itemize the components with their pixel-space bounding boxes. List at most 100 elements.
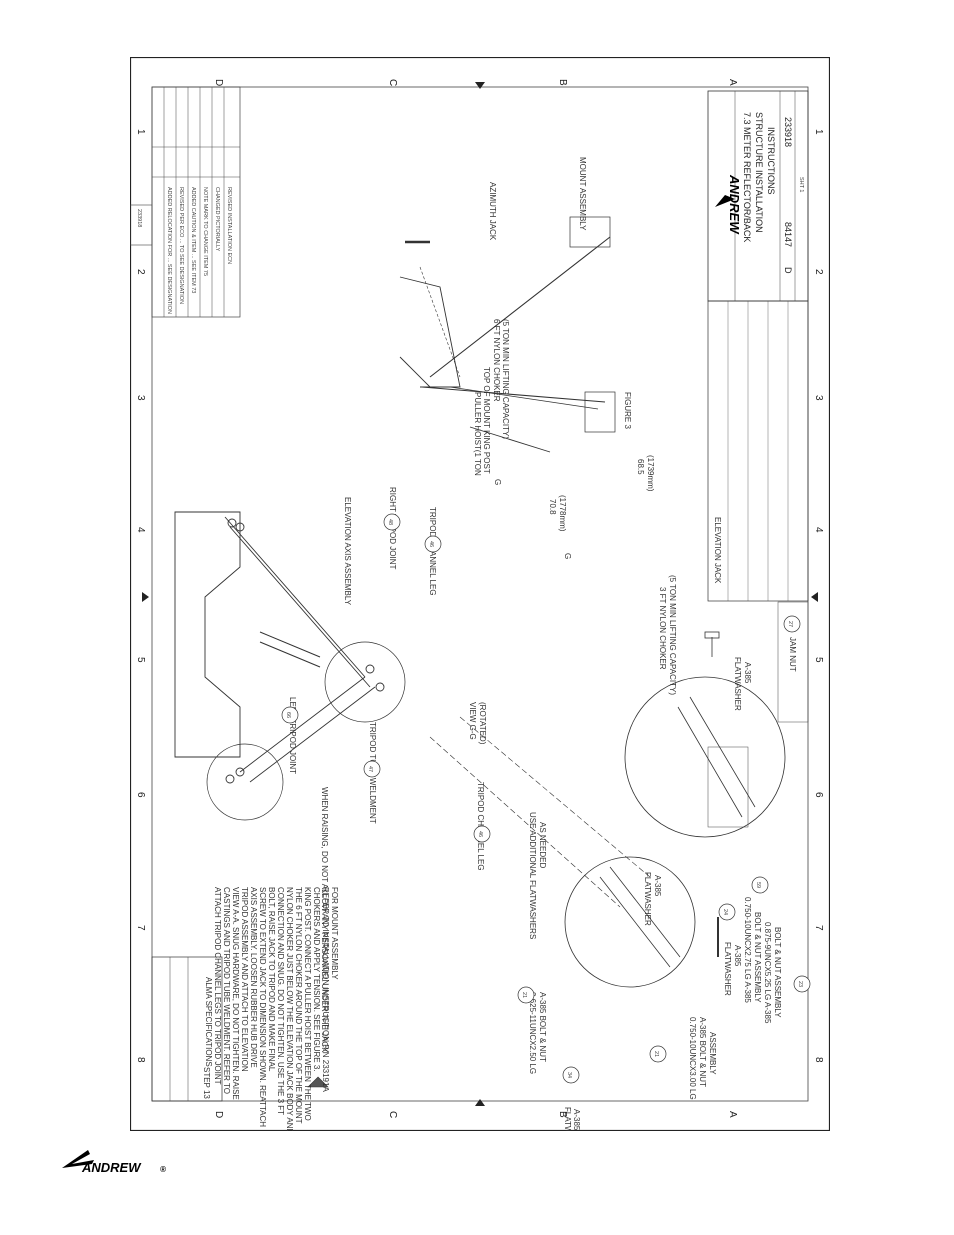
svg-text:48: 48 [387,519,393,525]
balloon: 21 [517,986,535,1004]
balloon: 66 [281,706,299,724]
label-as-needed: AS NEEDED [538,822,547,868]
zone-number: 3 [135,395,146,401]
rev-row: REVISED INSTALLATION ECN [226,187,232,264]
balloon: 46 [424,535,442,553]
specification-title: ALMA SPECIFICATIONS [204,977,213,1067]
svg-text:24: 24 [722,909,728,915]
center-arrow [475,82,485,89]
left-channel-leg [239,676,366,773]
title-desc-3: INSTRUCTIONS [766,127,776,195]
label-flatwasher-d: FLATWASHER [563,1107,572,1131]
label-left-joint: LEFT TRIPOD JOINT [288,697,297,774]
label-azimuth-jack: AZIMUTH JACK [488,182,497,241]
title-size: D [783,267,793,274]
specification-box: ALMA SPECIFICATIONS [151,956,223,1102]
mount-base-r [569,216,611,248]
step-instructions: STEP 13 ATTACH TRIPOD CHANNEL LEGS TO TR… [202,887,339,1131]
footer-registered-mark: ® [160,1165,166,1174]
zone-numbers-left: 1 2 3 4 5 6 7 8 [135,129,146,1063]
balloon: 21 [649,1045,667,1063]
label-bolt-1: 0.625-11UNCX2.50 LG [528,992,537,1074]
label-flatwasher-b: FLATWASHER [643,872,652,926]
rev-row: CHANGED PICTORIALLY [214,187,220,252]
instruction-line: ATTACH TRIPOD CHANNEL LEGS TO TRIPOD JOI… [213,887,222,1085]
callout-labels: ELEVATION AXIS ASSEMBLY RIGHT TRIPOD JOI… [288,157,797,1131]
label-choker-6: 6 FT NYLON CHOKER [492,319,501,402]
label-flatwasher-c: FLATWASHER [723,942,732,996]
label-elevation-jack: ELEVATION JACK [713,517,722,584]
svg-text:46: 46 [477,831,483,837]
rev-row: ADDED CAUTION & ITEM ... SEE ITEM 73 [190,187,196,293]
label-view-gg: VIEW G-G [468,702,477,740]
balloon: 46 [473,825,491,843]
label-mount-assembly: MOUNT ASSEMBLY [578,157,587,231]
revision-number: 233918 [136,209,142,227]
caution-text: WHEN RAISING, DO NOT ALLOW ANY PERSONNEL… [320,787,329,1053]
zone-letter: D [213,1111,224,1118]
title-dwg-no: 233918 [783,117,793,147]
elevation-jack [469,426,551,453]
footer-brand: ANDREW [81,1160,142,1175]
tripod-assembly [174,511,406,821]
andrew-logo-mark-icon [715,195,735,207]
figure-3-mount [399,216,616,453]
rev-row: ADDED RELOCATION FOR ... SEE DESIGNATION [166,187,172,314]
instruction-line: SCREW TO EXTEND JACK TO DIMENSION SHOWN.… [258,887,267,1127]
label-choker-6-cap: (5 TON MIN LIFTING CAPACITY) [501,319,510,439]
zone-letter: D [213,79,224,86]
view-detail-circle-large [624,676,786,838]
king-post [399,356,431,388]
right-channel-leg [224,516,366,678]
zone-number: 8 [813,1057,824,1063]
label-flatwasher-b-pn: A-385 [653,875,662,897]
label-flatwasher-c-pn: A-385 [733,945,742,967]
balloon: 48 [383,513,401,531]
instruction-line: VIEW A-A. SNUG HARDWARE, DO NOT TIGHTEN.… [231,887,240,1100]
view-g-circle [324,641,406,723]
instruction-line: BOLT, RAISE JACK TO TRIPOD AND MAKE FINA… [267,887,276,1072]
balloon: 34 [562,1066,580,1084]
zone-number: 4 [813,527,824,533]
zone-number: 7 [813,925,824,931]
instruction-line: KING POST. CONNECT A PULLER HOIST BETWEE… [303,887,312,1121]
svg-text:46: 46 [428,541,434,547]
balloon: 27 [783,615,801,633]
left-channel-leg-inner [249,686,376,783]
label-jam-nut: JAM NUT [788,637,797,672]
zone-letter: C [387,1111,398,1118]
instruction-line: CONNECTION AND SNUG. DO NOT TIGHTEN. USE… [276,887,285,1115]
elevation-jack-strut [421,386,606,403]
caution-triangle-icon [307,1076,329,1088]
rev-row: REVISED PER ECO ... TO SEE DESIGNATION [178,187,184,304]
andrew-logo: ANDREW ® [62,1150,166,1175]
label-view-rotated: (ROTATED) [478,702,487,745]
rev-row: NOTE MARK TO CHANGE ITEM 75 [202,187,208,276]
drawing-sheet: D C B A D C B A 1 2 3 4 5 6 7 8 1 2 3 4 … [130,57,830,1131]
zone-number: 6 [135,792,146,798]
svg-text:34: 34 [566,1072,572,1078]
label-bolt-4c: ASSEMBLY [708,1032,717,1075]
title-desc-1: 7.3 METER REFLECTOR/BACK [742,112,752,242]
balloons: 66 48 46 47 46 27 21 34 24 59 23 21 [281,513,811,1084]
label-dim-2-mm: (1739mm) [646,455,655,492]
label-add-flatwashers: USE ADDITIONAL FLATWASHERS [528,812,537,939]
label-choker-3: 3 FT NYLON CHOKER [658,587,667,670]
elevation-axis-body [174,511,241,758]
title-block: ANDREW 7.3 METER REFLECTOR/BACK STRUCTUR… [707,90,809,828]
label-g-mark: G [493,479,502,485]
instruction-line: NYLON CHOKER JUST BELOW THE ELEVATION JA… [285,887,294,1131]
label-flatwasher-a-pn: A-385 [743,662,752,684]
zone-number: 2 [135,269,146,275]
svg-text:47: 47 [367,766,373,772]
label-choker-3-cap: (5 TON MIN LIFTING CAPACITY) [668,575,677,695]
detail-views [429,631,786,988]
instruction-line: CHOKERS AND APPLY TENSION. SEE FIGURE 3. [312,887,321,1072]
andrew-footer-logo: ANDREW ® [60,1146,180,1178]
title-desc-2: STRUCTURE INSTALLATION [754,112,764,233]
left-joint-detail-circle [206,743,284,821]
center-arrow [142,592,149,602]
center-arrow [475,1099,485,1106]
right-channel-leg-inner [229,526,371,688]
zone-number: 7 [135,925,146,931]
